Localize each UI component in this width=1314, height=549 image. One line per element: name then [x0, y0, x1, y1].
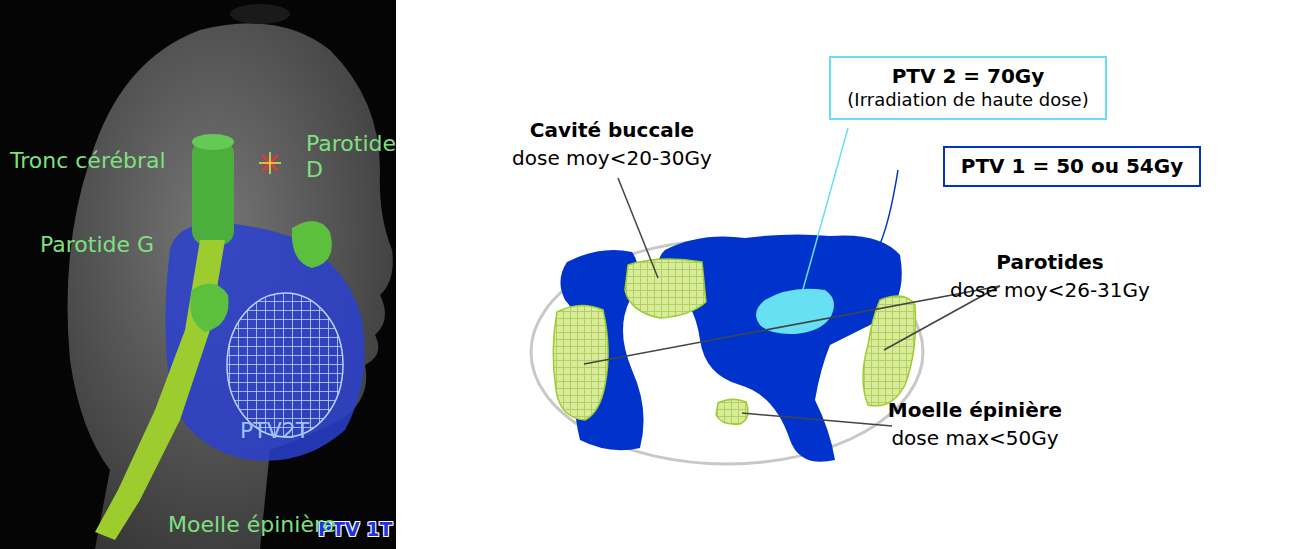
brainstem	[192, 140, 234, 245]
dose-constraint: dose moy<26-31Gy	[950, 278, 1150, 302]
parotid-right	[863, 296, 916, 406]
structure-label: Parotide G	[40, 232, 154, 258]
ptv1-leader	[880, 170, 898, 244]
structure-label: Tronc cérébral	[10, 148, 166, 174]
box-subtitle: (Irradiation de haute dose)	[847, 89, 1088, 112]
dose-constraint: dose moy<20-30Gy	[512, 146, 712, 170]
ptv2-region	[756, 289, 834, 334]
spinal-cord-section	[716, 399, 748, 424]
ptv2-wireframe	[227, 293, 343, 437]
oral-cavity	[625, 259, 706, 318]
box-title: PTV 2 = 70Gy	[847, 64, 1088, 89]
right-parotid	[292, 221, 332, 268]
structure-label: Parotide D	[306, 131, 386, 184]
left-parotid	[190, 284, 228, 332]
structure-label: Moelle épinière	[168, 512, 336, 538]
box-title: PTV 1 = 50 ou 54Gy	[961, 154, 1183, 179]
brainstem-top	[192, 134, 234, 150]
ptv-box: PTV 2 = 70Gy(Irradiation de haute dose)	[829, 56, 1106, 120]
dose-constraint: dose max<50Gy	[891, 426, 1058, 450]
head-silhouette	[68, 23, 393, 549]
organ-label: Parotides	[996, 250, 1103, 274]
structure-label: PTV2T	[240, 418, 309, 444]
organ-label: Moelle épinière	[888, 398, 1062, 422]
head-hole	[230, 4, 290, 24]
organ-label: Cavité buccale	[530, 118, 694, 142]
parotid-left	[553, 305, 608, 420]
leader-lines	[584, 178, 1000, 426]
ptv2-leader	[800, 128, 848, 300]
marker	[259, 152, 281, 174]
render-background	[0, 0, 396, 549]
ptv-box: PTV 1 = 50 ou 54Gy	[943, 146, 1201, 187]
